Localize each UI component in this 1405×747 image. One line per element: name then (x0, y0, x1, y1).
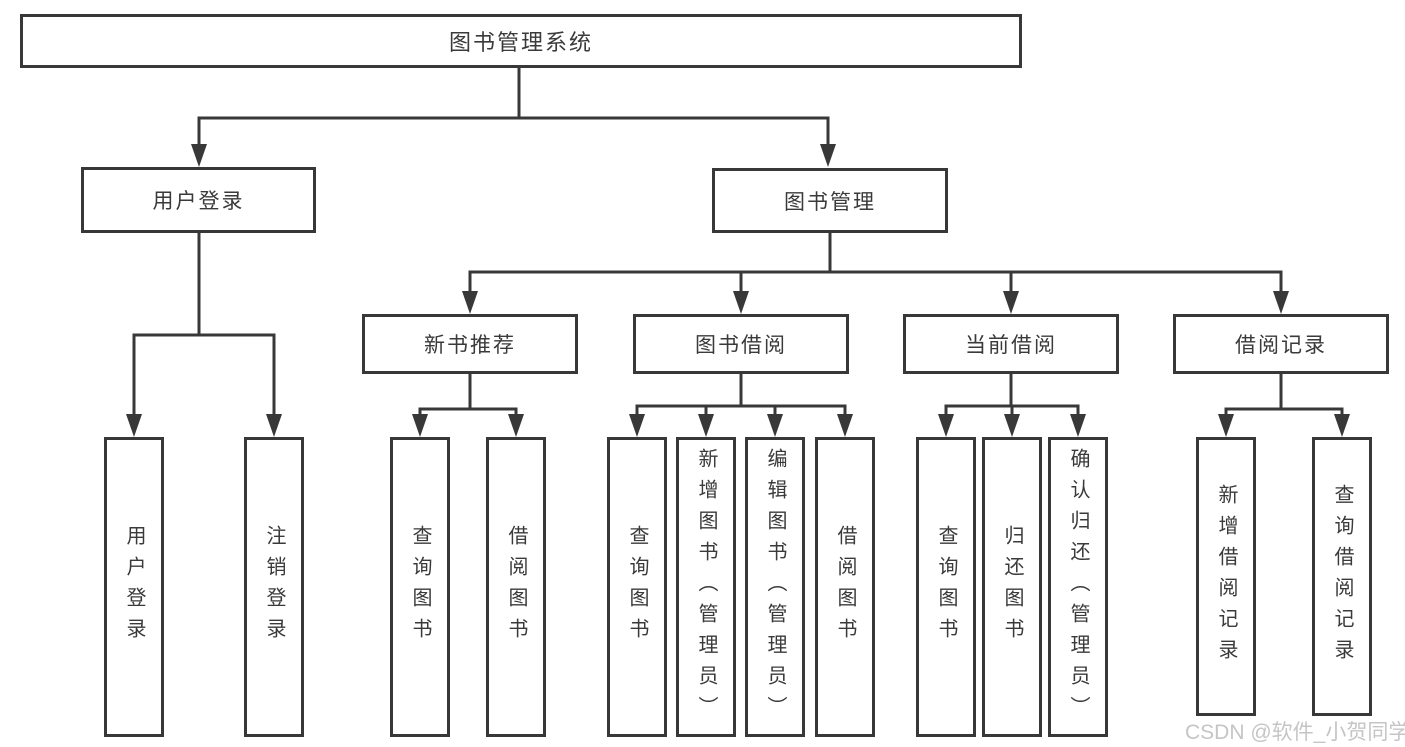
leaf-query-books-borrow: 查询图书 (607, 437, 667, 737)
leaf-confirm-return-admin: 确认归还（管理员） (1048, 437, 1108, 737)
leaf-query-books-borrow-label: 查询图书 (626, 525, 648, 649)
leaf-borrow-books-label: 借阅图书 (834, 525, 856, 649)
node-book-management: 图书管理 (712, 168, 948, 233)
leaf-logout: 注销登录 (244, 437, 304, 737)
node-system-root: 图书管理系统 (20, 14, 1022, 68)
node-borrow-records: 借阅记录 (1173, 314, 1389, 374)
node-book-borrow: 图书借阅 (633, 314, 849, 374)
leaf-user-login-label: 用户登录 (123, 525, 145, 649)
leaf-query-books-recommend: 查询图书 (390, 437, 450, 737)
leaf-return-books-label: 归还图书 (1001, 525, 1023, 649)
node-user-login-label: 用户登录 (152, 190, 245, 213)
node-borrow-records-label: 借阅记录 (1235, 334, 1327, 357)
leaf-query-books-current-label: 查询图书 (935, 525, 957, 649)
node-current-borrow: 当前借阅 (903, 314, 1119, 374)
csdn-watermark: CSDN @软件_小贺同学 (1185, 721, 1405, 744)
node-user-login: 用户登录 (81, 167, 316, 233)
leaf-query-books-current: 查询图书 (916, 437, 976, 737)
node-book-borrow-label: 图书借阅 (695, 334, 787, 357)
node-new-book-recommend: 新书推荐 (362, 314, 578, 374)
leaf-user-login: 用户登录 (104, 437, 164, 737)
leaf-borrow-books-recommend-label: 借阅图书 (505, 525, 527, 649)
node-current-borrow-label: 当前借阅 (965, 334, 1057, 357)
node-system-root-label: 图书管理系统 (448, 30, 593, 55)
node-book-management-label: 图书管理 (784, 190, 876, 214)
leaf-add-borrow-record: 新增借阅记录 (1196, 437, 1256, 716)
leaf-add-books-admin: 新增图书（管理员） (676, 437, 736, 737)
leaf-borrow-books-recommend: 借阅图书 (486, 437, 546, 737)
leaf-edit-books-admin: 编辑图书（管理员） (745, 437, 805, 737)
node-new-book-recommend-label: 新书推荐 (424, 334, 516, 357)
leaf-confirm-return-admin-label: 确认归还（管理员） (1067, 447, 1089, 727)
leaf-logout-label: 注销登录 (263, 525, 285, 649)
leaf-add-books-admin-label: 新增图书（管理员） (695, 447, 717, 727)
leaf-query-borrow-record-label: 查询借阅记录 (1331, 483, 1353, 670)
leaf-return-books: 归还图书 (982, 437, 1042, 737)
leaf-edit-books-admin-label: 编辑图书（管理员） (764, 447, 786, 727)
arrow-heads (126, 144, 1350, 437)
leaf-add-borrow-record-label: 新增借阅记录 (1215, 483, 1237, 670)
leaf-query-borrow-record: 查询借阅记录 (1312, 437, 1372, 716)
leaf-query-books-recommend-label: 查询图书 (409, 525, 431, 649)
leaf-borrow-books: 借阅图书 (815, 437, 875, 737)
